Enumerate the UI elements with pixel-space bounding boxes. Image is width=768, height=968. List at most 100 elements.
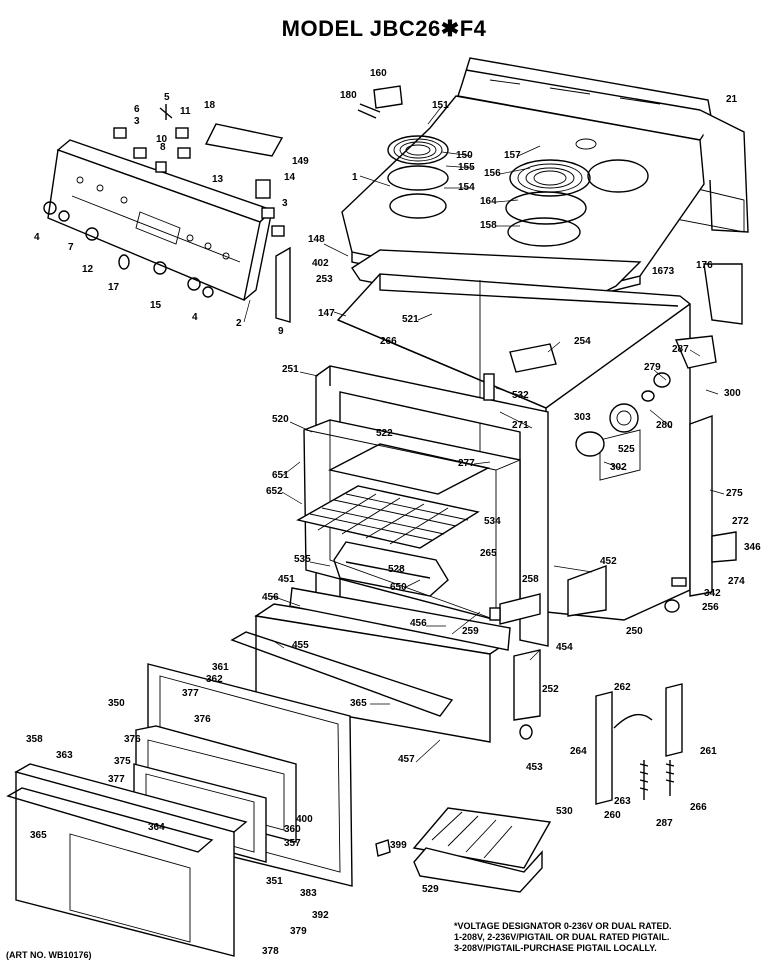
part-label: 287 — [672, 344, 689, 355]
leader-lines — [243, 105, 725, 763]
part-label: 17 — [108, 282, 120, 293]
part-label: 400 — [296, 814, 313, 825]
part-label: 3 — [134, 116, 140, 127]
side-rail-252 — [513, 649, 541, 721]
diagram-title: MODEL JBC26✱F4 — [281, 16, 487, 41]
part-label: 379 — [290, 926, 307, 937]
part-label: 383 — [300, 888, 317, 899]
art-number: (ART NO. WB10176) — [6, 950, 92, 960]
part-label: 3 — [282, 198, 288, 209]
part-label: 10 — [156, 134, 168, 145]
part-label: 151 — [432, 100, 449, 111]
part-label: 18 — [204, 100, 216, 111]
part-label: 358 — [26, 734, 43, 745]
part-label: 272 — [732, 516, 749, 527]
part-label: 452 — [600, 556, 617, 567]
part-label: 1673 — [652, 266, 675, 277]
part-label: 11 — [180, 106, 191, 117]
part-label: 453 — [526, 762, 543, 773]
part-label: 1 — [352, 172, 358, 183]
part-label: 528 — [388, 564, 405, 575]
part-label: 522 — [376, 428, 393, 439]
surface-unit-small — [387, 135, 449, 219]
part-label: 148 — [308, 234, 325, 245]
voltage-footnote: *VOLTAGE DESIGNATOR 0-236V OR DUAL RATED… — [454, 921, 766, 954]
part-label: 180 — [340, 90, 357, 101]
part-label: 21 — [726, 94, 738, 105]
part-label: 277 — [458, 458, 475, 469]
part-label: 265 — [480, 548, 497, 559]
footnote-line: 1-208V, 2-236V/PIGTAIL OR DUAL RATED PIG… — [454, 932, 670, 942]
part-label: 260 — [604, 810, 621, 821]
part-label: 535 — [294, 554, 311, 565]
part-label: 149 — [292, 156, 309, 167]
part-label: 455 — [292, 640, 309, 651]
part-label: 4 — [192, 312, 198, 323]
part-label: 392 — [312, 910, 329, 921]
cooktop — [341, 95, 705, 305]
part-label: 530 — [556, 806, 573, 817]
part-label: 160 — [370, 68, 387, 79]
part-label: 287 — [656, 818, 673, 829]
footnote-line: 3-208V/PIGTAIL-PURCHASE PIGTAIL LOCALLY. — [454, 943, 657, 953]
part-label: 375 — [114, 756, 131, 767]
right-side-parts — [375, 263, 743, 857]
part-label: 15 — [150, 300, 162, 311]
part-label: 262 — [614, 682, 631, 693]
control-knobs — [43, 201, 214, 298]
part-label: 534 — [484, 516, 501, 527]
part-label: 14 — [284, 172, 296, 183]
part-label: 256 — [702, 602, 719, 613]
part-label: 451 — [278, 574, 295, 585]
part-label: 13 — [212, 174, 224, 185]
part-label: 521 — [402, 314, 419, 325]
part-label: 361 — [212, 662, 229, 673]
part-label: 164 — [480, 196, 497, 207]
part-label: 457 — [398, 754, 415, 765]
part-label: 271 — [512, 420, 529, 431]
part-label: 9 — [278, 326, 284, 337]
part-label: 7 — [68, 242, 74, 253]
part-label: 8 — [160, 142, 166, 153]
part-label: 251 — [282, 364, 299, 375]
part-label: 363 — [56, 750, 73, 761]
part-label: 157 — [504, 150, 521, 161]
part-label: 4 — [34, 232, 40, 243]
part-label: 253 — [316, 274, 333, 285]
part-label: 158 — [480, 220, 497, 231]
part-label: 12 — [82, 264, 94, 275]
part-label: 266 — [380, 336, 397, 347]
footnote-line: *VOLTAGE DESIGNATOR 0-236V OR DUAL RATED… — [454, 921, 672, 931]
part-label: 250 — [626, 626, 643, 637]
part-label: 346 — [744, 542, 761, 553]
part-label: 176 — [696, 260, 713, 271]
part-label: 154 — [458, 182, 475, 193]
part-label: 360 — [284, 824, 301, 835]
part-label: 402 — [312, 258, 329, 269]
part-label: 365 — [350, 698, 367, 709]
part-label: 258 — [522, 574, 539, 585]
part-label: 156 — [484, 168, 501, 179]
part-label: 264 — [570, 746, 587, 757]
part-label: 351 — [266, 876, 283, 887]
switches — [113, 104, 285, 237]
outer-door-panel — [6, 763, 248, 957]
part-label: 263 — [614, 796, 631, 807]
part-label: 5 — [164, 92, 170, 103]
part-label: 274 — [728, 576, 745, 587]
broiler-pan — [412, 807, 552, 893]
part-label: 266 — [690, 802, 707, 813]
oven-racks — [296, 443, 491, 549]
part-label: 261 — [700, 746, 717, 757]
part-label: 377 — [108, 774, 125, 785]
surface-unit-large — [505, 159, 591, 247]
part-label: 254 — [574, 336, 591, 347]
part-label: 529 — [422, 884, 439, 895]
part-label: 279 — [644, 362, 661, 373]
part-label: 150 — [456, 150, 473, 161]
part-label: 300 — [724, 388, 741, 399]
part-label: 350 — [108, 698, 125, 709]
hinge-assembly — [595, 683, 683, 805]
part-label: 275 — [726, 488, 743, 499]
